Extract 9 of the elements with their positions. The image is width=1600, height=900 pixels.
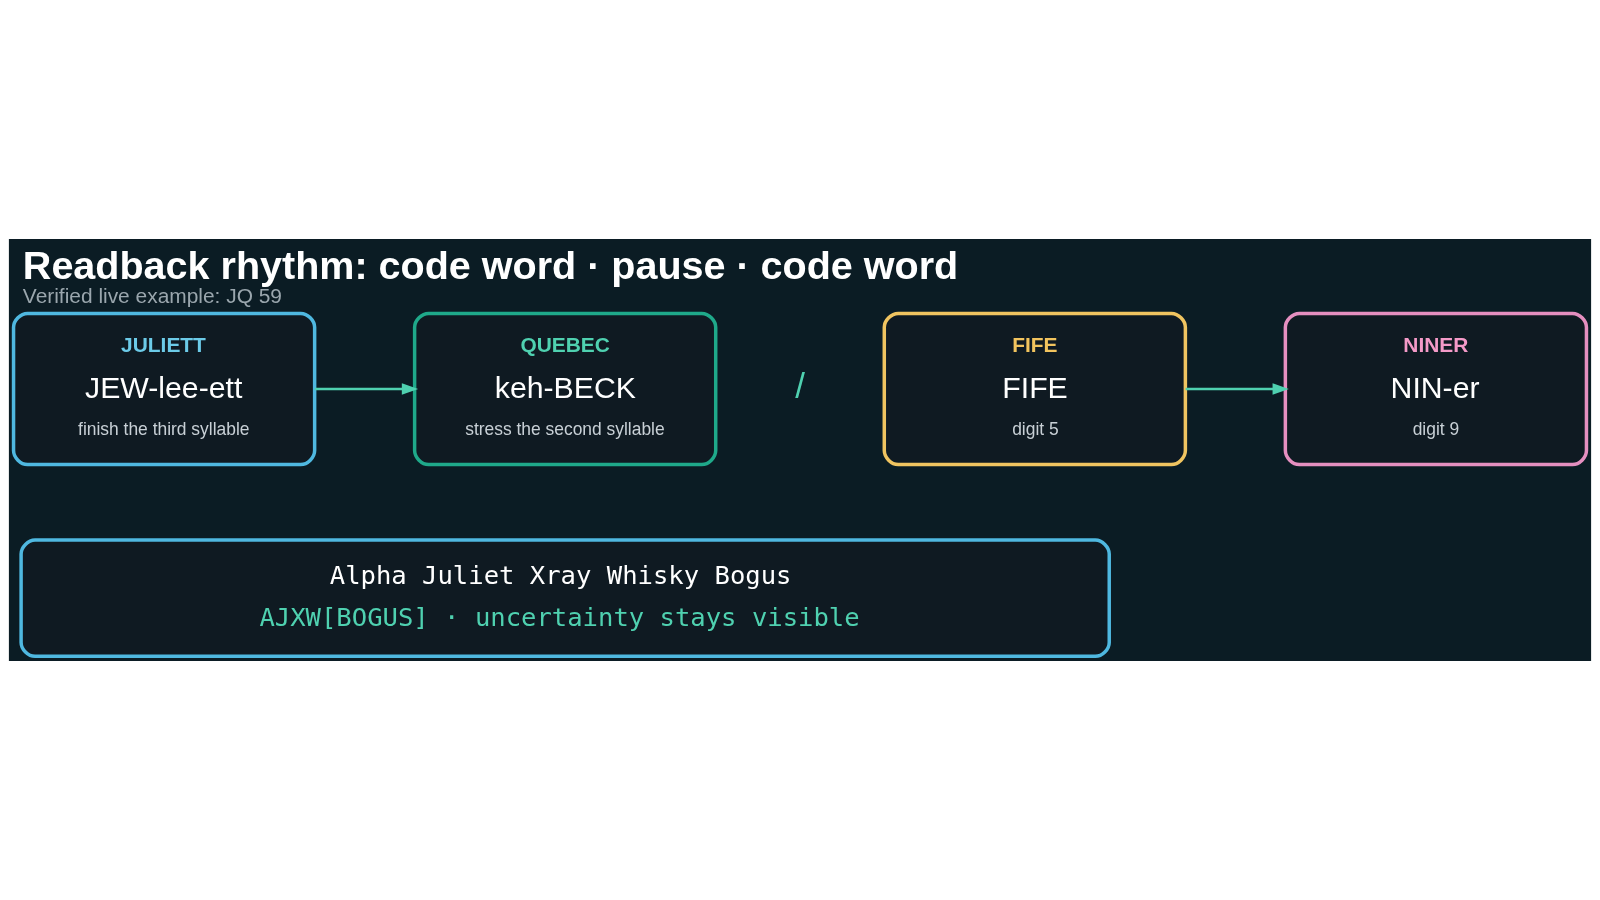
label: / — [795, 365, 805, 405]
node-box: FIFE FIFE digit 5 — [882, 311, 1188, 467]
diagram-title: Readback rhythm: code word · pause · code word — [22, 242, 959, 287]
arrow — [314, 383, 419, 395]
arrow — [1185, 383, 1289, 395]
node-box: NINER NIN-er digit 9 — [1283, 311, 1589, 467]
node-box: Alpha Juliet Xray Whisky Bogus AJXW[BOGUS] · uncertainty stays visible — [19, 538, 1111, 659]
node-box: QUEBEC keh-BECK stress the second syllable — [412, 311, 718, 467]
node-box: JULIETT JEW-lee-ett finish the third syllable — [11, 311, 317, 467]
